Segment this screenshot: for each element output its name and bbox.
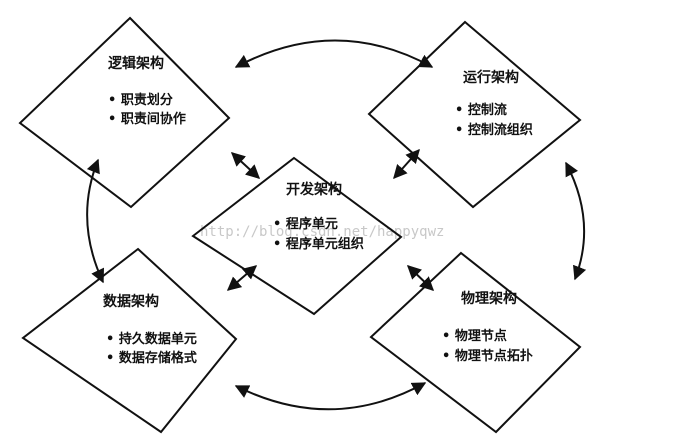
physical-item-1: • 物理节点 [442,328,507,344]
physical-item-2: • 物理节点拓扑 [442,348,533,364]
arrow-logical-runtime [234,39,434,68]
arrow-data-logical [86,158,105,284]
arrow-runtime-development [393,148,420,180]
runtime-node-shape [367,20,582,209]
data-item-1: • 持久数据单元 [106,331,197,347]
arrow-physical-development [406,265,435,291]
runtime-item-1: • 控制流 [455,102,507,118]
development-node-shape [191,156,403,316]
logical-item-1: • 职责划分 [108,92,173,108]
physical-title: 物理架构 [461,290,517,307]
development-title: 开发架构 [286,181,342,198]
runtime-title: 运行架构 [463,69,519,86]
logical-title: 逻辑架构 [108,55,164,72]
runtime-item-2: • 控制流组织 [455,122,533,138]
development-item-2: • 程序单元组织 [273,236,364,252]
physical-node-shape [369,251,582,434]
arrow-data-development [226,265,258,291]
logical-item-2: • 职责间协作 [108,111,186,127]
arrow-runtime-physical [565,161,587,281]
data-item-2: • 数据存储格式 [106,350,197,366]
logical-node-shape [18,16,231,209]
arrow-logical-development [230,152,261,179]
watermark: http://blog.csdn.net/happyqwz [200,224,444,240]
data-title: 数据架构 [103,293,159,310]
development-item-1: • 程序单元 [273,216,338,232]
data-node-shape [21,247,238,434]
arrow-physical-data [234,382,427,411]
